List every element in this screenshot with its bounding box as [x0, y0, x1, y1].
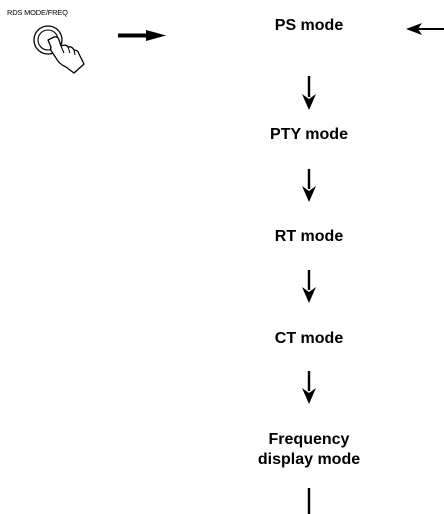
- left-arrow-icon: [406, 23, 444, 35]
- down-arrow-icon: [302, 371, 316, 404]
- rds-mode-freq-label: RDS MODE/FREQ: [7, 8, 68, 17]
- down-arrow-icon: [302, 270, 316, 303]
- mode-pty: PTY mode: [270, 126, 348, 143]
- mode-ct: CT mode: [274, 330, 344, 347]
- mode-ps: PS mode: [274, 17, 344, 34]
- right-arrow-icon: [118, 30, 166, 41]
- mode-frequency-display: Frequency display mode: [257, 431, 361, 468]
- hand-pressing-button-icon[interactable]: [26, 20, 90, 76]
- down-arrow-icon: [302, 169, 316, 202]
- mode-rt: RT mode: [274, 228, 344, 245]
- down-arrow-icon: [302, 76, 316, 110]
